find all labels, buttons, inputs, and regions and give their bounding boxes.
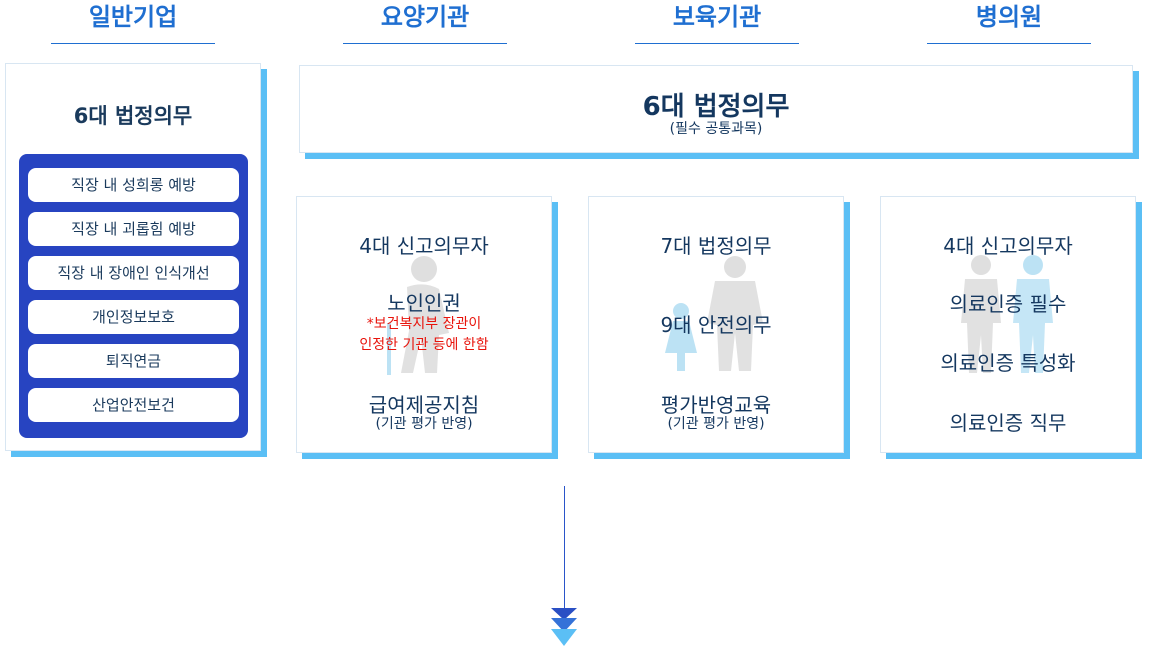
hospital-line4: 의료인증 직무 xyxy=(949,411,1067,435)
card-subtitle: (필수 공통과목) xyxy=(669,121,763,137)
care-note2: 인정한 기관 등에 한함 xyxy=(359,337,489,353)
tab-underline xyxy=(927,43,1091,44)
card-title: 6대 법정의무 xyxy=(73,104,193,128)
tab-label: 병의원 xyxy=(975,3,1043,31)
hospital-line3: 의료인증 특성화 xyxy=(940,351,1076,375)
course-item[interactable]: 퇴직연금 xyxy=(28,344,239,378)
childcare-line3: 평가반영교육 xyxy=(660,393,772,417)
hospital-line2: 의료인증 필수 xyxy=(949,292,1067,316)
childcare-line2: 9대 안전의무 xyxy=(660,313,772,337)
tab-label: 요양기관 xyxy=(380,3,470,31)
course-item[interactable]: 직장 내 장애인 인식개선 xyxy=(28,256,239,290)
childcare-facility-card: 7대 법정의무 9대 안전의무 평가반영교육 (기관 평가 반영) xyxy=(588,196,844,453)
course-list-panel: 직장 내 성희롱 예방 직장 내 괴롭힘 예방 직장 내 장애인 인식개선 개인… xyxy=(19,154,248,438)
tab-hospital[interactable]: 병의원 xyxy=(927,0,1091,44)
elderly-person-icon xyxy=(387,256,449,375)
care-line1: 4대 신고의무자 xyxy=(359,234,489,258)
tab-underline xyxy=(635,43,799,44)
hospital-card: 4대 신고의무자 의료인증 필수 의료인증 특성화 의료인증 직무 xyxy=(880,196,1136,453)
course-item[interactable]: 직장 내 괴롭힘 예방 xyxy=(28,212,239,246)
tab-childcare-facility[interactable]: 보육기관 xyxy=(635,0,799,44)
hospital-line1: 4대 신고의무자 xyxy=(943,234,1073,258)
care-line2: 노인인권 xyxy=(387,291,461,315)
childcare-line1: 7대 법정의무 xyxy=(660,234,772,258)
childcare-line3-sub: (기관 평가 반영) xyxy=(667,416,765,432)
tab-general-company[interactable]: 일반기업 xyxy=(51,0,215,44)
card-title: 6대 법정의무 xyxy=(642,92,790,122)
tab-label: 보육기관 xyxy=(672,3,762,31)
care-line3: 급여제공지침 xyxy=(368,393,480,417)
adult-and-child-icon xyxy=(665,256,763,371)
tab-underline xyxy=(51,43,215,44)
triple-chevron-down-icon xyxy=(551,608,577,646)
care-note1: *보건복지부 장관이 xyxy=(366,316,482,332)
doctor-and-patient-icon xyxy=(961,255,1053,373)
tab-care-facility[interactable]: 요양기관 xyxy=(343,0,507,44)
course-item[interactable]: 직장 내 성희롱 예방 xyxy=(28,168,239,202)
general-company-card: 6대 법정의무 직장 내 성희롱 예방 직장 내 괴롭힘 예방 직장 내 장애인… xyxy=(5,63,261,451)
course-item[interactable]: 산업안전보건 xyxy=(28,388,239,422)
arrow-line xyxy=(564,486,565,610)
common-mandatory-card: 6대 법정의무 (필수 공통과목) xyxy=(299,65,1133,153)
tab-underline xyxy=(343,43,507,44)
tab-label: 일반기업 xyxy=(88,3,178,31)
course-item[interactable]: 개인정보보호 xyxy=(28,300,239,334)
care-line3-sub: (기관 평가 반영) xyxy=(375,416,473,432)
care-facility-card: 4대 신고의무자 노인인권 *보건복지부 장관이 인정한 기관 등에 한함 급여… xyxy=(296,196,552,453)
